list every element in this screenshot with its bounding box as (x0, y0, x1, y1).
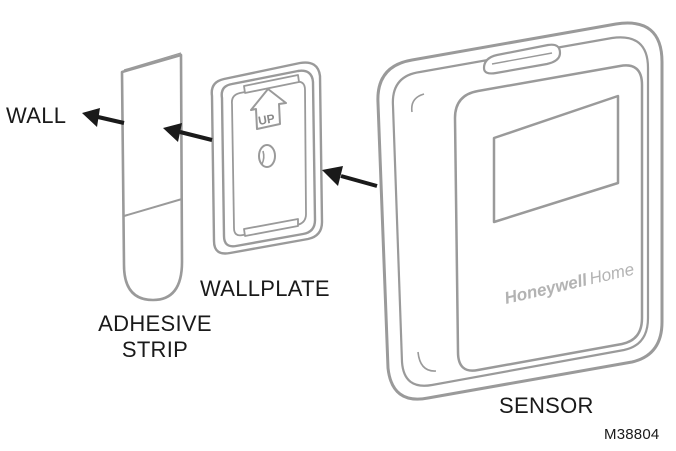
adhesive-strip-top-edge (123, 52, 182, 71)
adhesive-strip-label: ADHESIVE STRIP (80, 311, 230, 363)
figure-id: M38804 (604, 426, 660, 443)
wallplate-screw-slot (261, 150, 265, 165)
sensor-label: SENSOR (499, 393, 594, 418)
left-arrow-icon (82, 108, 125, 127)
sensor-display-window (492, 94, 620, 224)
adhesive-strip-liner-line (123, 198, 183, 217)
wallplate (210, 61, 324, 255)
sensor-side-seam (410, 93, 437, 372)
wallplate-bottom-tab (243, 218, 299, 237)
adhesive-strip-outline (120, 53, 184, 302)
wallplate-top-tab (243, 74, 300, 94)
wall-label: WALL (6, 103, 67, 128)
left-arrow-icon (163, 123, 213, 142)
sensor (376, 21, 664, 401)
up-arrow-icon (250, 88, 287, 130)
sensor-top-clip-groove (491, 52, 553, 65)
adhesive-strip-label-line1: ADHESIVE (98, 311, 212, 336)
adhesive-strip (120, 52, 184, 302)
wallplate-up-marking: UP (257, 111, 276, 128)
arrows (82, 108, 378, 188)
adhesive-strip-label-line2: STRIP (121, 337, 189, 362)
left-arrow-icon (322, 166, 378, 188)
wallplate-label: WALLPLATE (200, 276, 330, 301)
